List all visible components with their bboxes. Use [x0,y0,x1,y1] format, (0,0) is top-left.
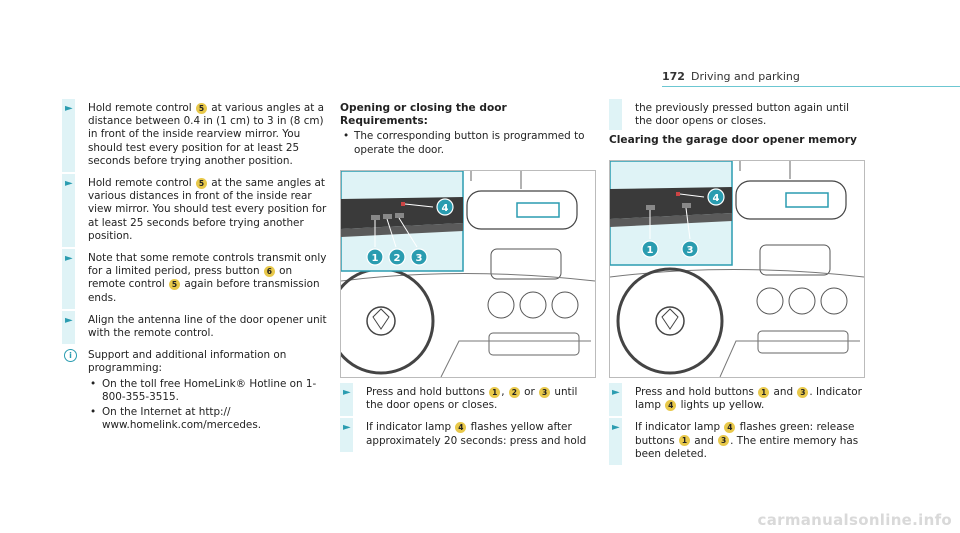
callout-3: 3 [410,248,428,266]
callout-4: 4 [707,188,725,206]
svg-text:2: 2 [394,253,401,264]
callout-badge: 6 [263,265,275,277]
section-heading: Opening or closing the door [340,102,507,114]
callout-badge: 3 [797,386,809,398]
callout-badge: 1 [489,386,501,398]
figure-overhead-buttons: 4 1 2 3 [340,170,596,378]
step-arrow-icon: ► [612,422,620,434]
callout-badge: 1 [679,435,690,447]
page-number: 172 [662,70,685,83]
svg-text:3: 3 [416,253,423,264]
section-heading: Clearing the garage door opener memory [609,134,857,147]
svg-text:4: 4 [713,193,720,204]
callout-1: 1 [366,248,384,266]
column-2: Opening or closing the door Requirements… [340,102,596,161]
svg-text:4: 4 [442,203,449,214]
callout-badge: 3 [539,386,551,398]
callout-badge: 5 [195,102,207,114]
callout-3: 3 [681,240,699,258]
callout-badge: 1 [758,386,770,398]
step: ► Press and hold buttons 1, 2 or 3 until… [340,382,596,417]
svg-text:1: 1 [647,245,654,256]
figure-clear-memory: 4 1 3 [609,160,865,378]
page-header: 172 Driving and parking [662,70,800,83]
callout-badge: 2 [508,386,520,398]
callout-4: 4 [436,198,454,216]
watermark: carmanualsonline.info [757,511,952,529]
column-3: the previously pressed button again unti… [609,98,865,148]
callout-1: 1 [641,240,659,258]
step-arrow-icon: ► [343,422,351,434]
svg-text:3: 3 [687,245,694,256]
callout-badge: 5 [169,278,181,290]
step: ► Press and hold buttons 1 and 3. Indica… [609,382,865,417]
step-continuation: the previously pressed button again unti… [609,98,865,131]
info-note: i Support and additional information on … [62,349,330,432]
callout-badge: 3 [718,435,730,447]
requirements-label: Requirements: [340,115,428,128]
requirement-item: The corresponding button is programmed t… [340,130,596,156]
column-1: ► Hold remote control 5 at various angle… [62,98,330,432]
step-arrow-icon: ► [65,103,73,114]
info-icon: i [64,349,77,363]
callout-badge: 4 [665,399,677,411]
dashboard-illustration-1: 4 1 2 3 [341,171,595,377]
callout-badge: 4 [455,421,467,433]
step: ► Hold remote control 5 at the same angl… [62,174,330,248]
step-arrow-icon: ► [65,253,73,265]
callout-badge: 4 [724,421,736,433]
step: ► Hold remote control 5 at various angle… [62,98,330,173]
callout-2: 2 [388,248,406,266]
step: ► If indicator lamp 4 flashes green: rel… [609,418,865,465]
column-3-steps: ► Press and hold buttons 1 and 3. Indica… [609,382,865,470]
step-arrow-icon: ► [343,387,351,398]
column-2-steps: ► Press and hold buttons 1, 2 or 3 until… [340,382,596,457]
list-item: On the Internet at http:// www.homelink.… [88,406,330,432]
step: ► Align the antenna line of the door ope… [62,310,330,345]
header-rule [662,86,960,87]
step-arrow-icon: ► [65,178,73,190]
step-arrow-icon: ► [65,314,73,326]
dashboard-illustration-2: 4 1 3 [610,161,864,377]
step: ► Note that some remote controls transmi… [62,249,330,309]
callout-badge: 5 [195,177,207,189]
step-arrow-icon: ► [612,387,620,398]
section-title: Driving and parking [690,70,800,83]
list-item: On the toll free HomeLink® Hotline on 1-… [88,378,330,404]
step: ► If indicator lamp 4 flashes yellow aft… [340,418,596,453]
svg-text:1: 1 [372,253,379,264]
